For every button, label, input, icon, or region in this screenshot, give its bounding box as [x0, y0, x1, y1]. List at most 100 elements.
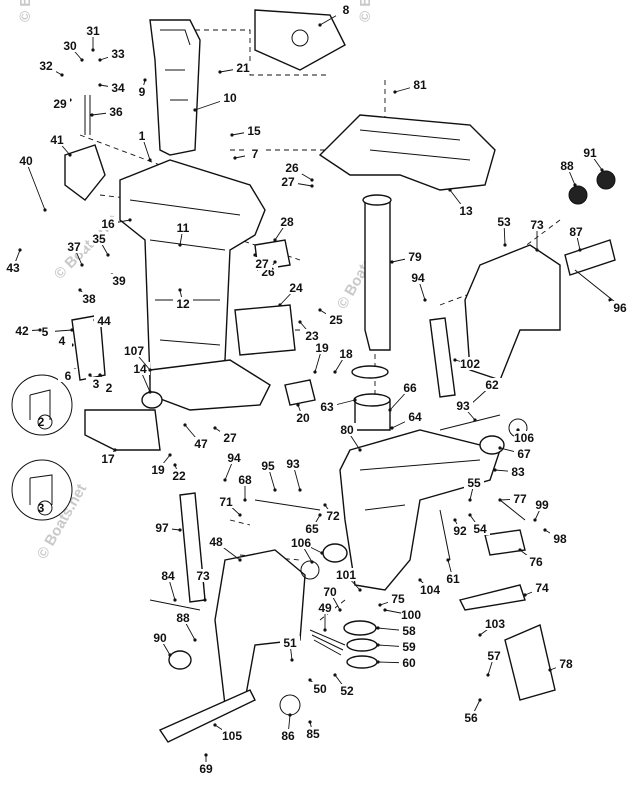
part-callout-60[interactable]: 60 [402, 656, 416, 670]
part-callout-5[interactable]: 5 [42, 325, 49, 339]
part-callout-28[interactable]: 28 [280, 215, 294, 229]
part-callout-65[interactable]: 65 [305, 522, 319, 536]
part-callout-34[interactable]: 34 [111, 81, 125, 95]
part-callout-17[interactable]: 17 [101, 452, 115, 466]
part-callout-56[interactable]: 56 [464, 711, 478, 725]
part-callout-80[interactable]: 80 [340, 423, 354, 437]
part-callout-13[interactable]: 13 [459, 204, 473, 218]
part-callout-51[interactable]: 51 [283, 636, 297, 650]
part-callout-83[interactable]: 83 [511, 465, 525, 479]
part-callout-105[interactable]: 105 [222, 729, 242, 743]
part-callout-93[interactable]: 93 [456, 399, 470, 413]
part-callout-73[interactable]: 73 [530, 218, 544, 232]
part-callout-27[interactable]: 27 [281, 175, 295, 189]
part-callout-33[interactable]: 33 [111, 47, 125, 61]
part-callout-91[interactable]: 91 [583, 146, 597, 160]
part-callout-27[interactable]: 27 [223, 431, 237, 445]
part-callout-67[interactable]: 67 [517, 447, 531, 461]
part-callout-47[interactable]: 47 [194, 437, 208, 451]
part-callout-61[interactable]: 61 [446, 572, 460, 586]
part-callout-100[interactable]: 100 [401, 608, 421, 622]
part-callout-97[interactable]: 97 [155, 521, 169, 535]
part-callout-88[interactable]: 88 [560, 159, 574, 173]
part-callout-24[interactable]: 24 [289, 281, 303, 295]
part-callout-18[interactable]: 18 [339, 347, 353, 361]
part-callout-55[interactable]: 55 [467, 476, 481, 490]
part-callout-21[interactable]: 21 [236, 61, 250, 75]
part-callout-53[interactable]: 53 [497, 215, 511, 229]
part-callout-66[interactable]: 66 [403, 381, 417, 395]
part-callout-37[interactable]: 37 [67, 240, 81, 254]
part-callout-40[interactable]: 40 [19, 154, 33, 168]
part-callout-6[interactable]: 6 [65, 369, 72, 383]
part-callout-76[interactable]: 76 [529, 555, 543, 569]
part-callout-31[interactable]: 31 [86, 24, 100, 38]
part-callout-88[interactable]: 88 [176, 611, 190, 625]
part-callout-44[interactable]: 44 [97, 314, 111, 328]
part-callout-107[interactable]: 107 [124, 344, 144, 358]
part-callout-27[interactable]: 27 [255, 257, 269, 271]
part-callout-3[interactable]: 3 [93, 377, 100, 391]
part-callout-68[interactable]: 68 [238, 473, 252, 487]
part-callout-12[interactable]: 12 [176, 297, 190, 311]
part-callout-22[interactable]: 22 [172, 469, 186, 483]
part-callout-20[interactable]: 20 [296, 411, 310, 425]
part-callout-41[interactable]: 41 [50, 133, 64, 147]
part-callout-36[interactable]: 36 [109, 105, 123, 119]
part-callout-29[interactable]: 29 [53, 97, 67, 111]
part-callout-62[interactable]: 62 [485, 378, 499, 392]
part-callout-64[interactable]: 64 [408, 410, 422, 424]
part-callout-102[interactable]: 102 [460, 357, 480, 371]
part-callout-81[interactable]: 81 [413, 78, 427, 92]
part-callout-10[interactable]: 10 [223, 91, 237, 105]
part-callout-104[interactable]: 104 [420, 583, 440, 597]
part-callout-103[interactable]: 103 [485, 617, 505, 631]
part-callout-19[interactable]: 19 [315, 341, 329, 355]
part-callout-58[interactable]: 58 [402, 624, 416, 638]
part-callout-38[interactable]: 38 [82, 292, 96, 306]
part-callout-87[interactable]: 87 [569, 225, 583, 239]
part-callout-92[interactable]: 92 [453, 524, 467, 538]
part-callout-30[interactable]: 30 [63, 39, 77, 53]
part-callout-70[interactable]: 70 [323, 585, 337, 599]
part-callout-75[interactable]: 75 [391, 592, 405, 606]
part-callout-94[interactable]: 94 [227, 451, 241, 465]
part-callout-86[interactable]: 86 [281, 729, 295, 743]
part-callout-71[interactable]: 71 [219, 495, 233, 509]
part-callout-85[interactable]: 85 [306, 727, 320, 741]
part-callout-43[interactable]: 43 [6, 261, 20, 275]
part-callout-96[interactable]: 96 [613, 301, 627, 315]
part-callout-1[interactable]: 1 [139, 129, 146, 143]
part-callout-99[interactable]: 99 [535, 498, 549, 512]
part-callout-9[interactable]: 9 [139, 85, 146, 99]
part-callout-94[interactable]: 94 [411, 271, 425, 285]
part-callout-69[interactable]: 69 [199, 762, 213, 776]
part-callout-39[interactable]: 39 [112, 274, 126, 288]
part-callout-4[interactable]: 4 [59, 334, 66, 348]
part-callout-11[interactable]: 11 [177, 221, 190, 235]
part-callout-90[interactable]: 90 [153, 631, 167, 645]
part-callout-19[interactable]: 19 [151, 463, 165, 477]
part-callout-23[interactable]: 23 [305, 329, 319, 343]
part-callout-78[interactable]: 78 [559, 657, 573, 671]
part-callout-32[interactable]: 32 [39, 59, 53, 73]
part-callout-95[interactable]: 95 [261, 459, 275, 473]
part-callout-42[interactable]: 42 [15, 324, 29, 338]
part-callout-72[interactable]: 72 [326, 509, 340, 523]
part-callout-84[interactable]: 84 [161, 569, 175, 583]
part-callout-35[interactable]: 35 [92, 232, 106, 246]
part-callout-101[interactable]: 101 [336, 568, 356, 582]
part-callout-77[interactable]: 77 [513, 492, 527, 506]
part-callout-25[interactable]: 25 [329, 313, 343, 327]
part-callout-2[interactable]: 2 [106, 381, 113, 395]
part-callout-63[interactable]: 63 [320, 400, 334, 414]
part-callout-8[interactable]: 8 [343, 3, 350, 17]
part-callout-93[interactable]: 93 [286, 457, 300, 471]
part-callout-98[interactable]: 98 [553, 532, 567, 546]
part-callout-59[interactable]: 59 [402, 640, 416, 654]
part-callout-52[interactable]: 52 [340, 684, 354, 698]
part-callout-54[interactable]: 54 [473, 522, 487, 536]
part-callout-106[interactable]: 106 [291, 536, 311, 550]
part-callout-15[interactable]: 15 [247, 124, 261, 138]
part-callout-14[interactable]: 14 [133, 362, 147, 376]
